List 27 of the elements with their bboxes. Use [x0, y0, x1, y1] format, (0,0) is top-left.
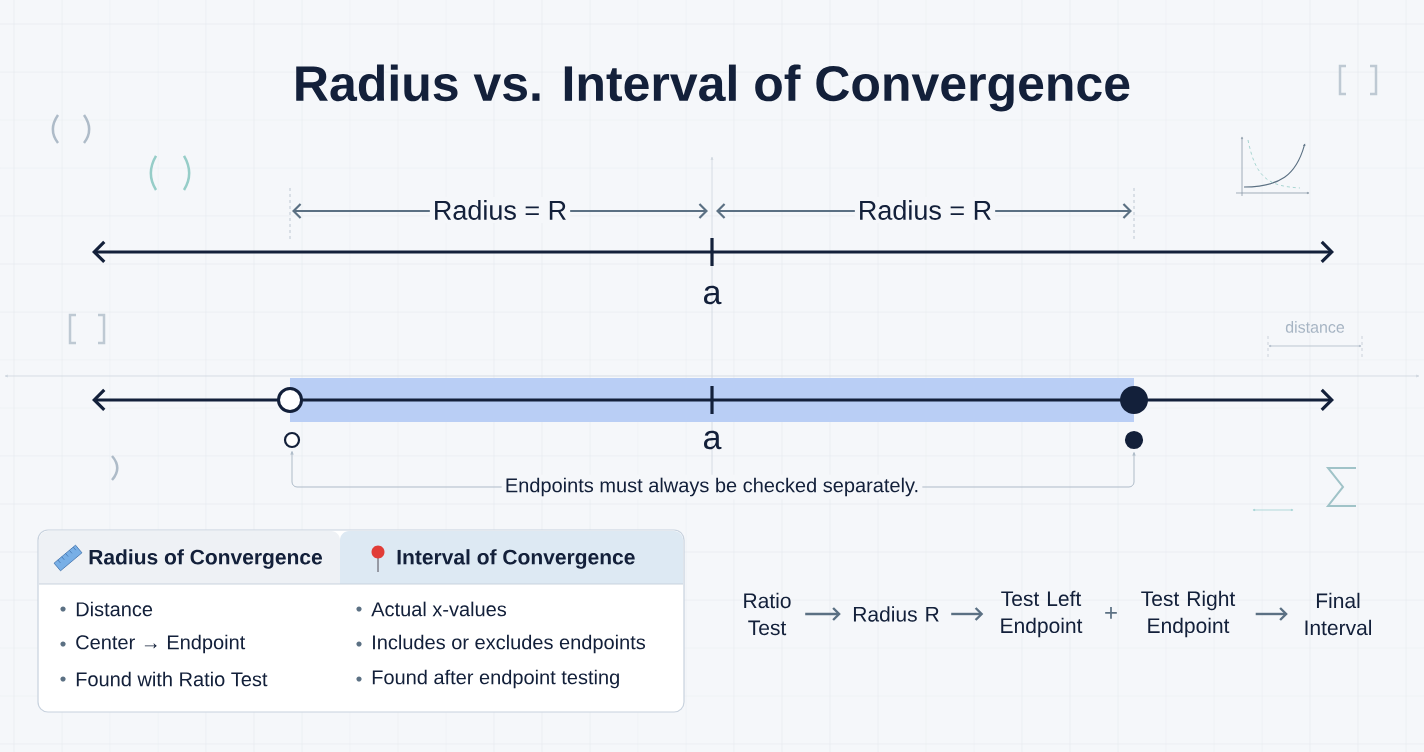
- flow-step: Test Right Endpoint: [1141, 590, 1236, 638]
- note-text: Endpoints must always be checked separately.: [501, 474, 923, 500]
- arrow: [1255, 607, 1288, 621]
- bullet-item: Center → Endpoint: [60, 634, 246, 654]
- column-heading: Radius of Convergence: [89, 549, 322, 569]
- bullet-item: Actual x-values: [356, 601, 507, 617]
- dimension-label: Radius = R: [429, 197, 571, 223]
- arrow: [951, 607, 984, 621]
- leader-line: [921, 452, 1136, 488]
- flow-step: Test Left Endpoint: [1001, 590, 1083, 638]
- endpoint-marker: [283, 431, 301, 449]
- bullet-item: Distance: [60, 601, 153, 617]
- leader-line: [290, 451, 503, 488]
- bullet-item: Found after endpoint testing: [356, 669, 619, 689]
- flow-step: Final Interval: [1305, 592, 1372, 636]
- column-heading: Interval of Convergence: [397, 549, 635, 569]
- plus-sign: +: [1105, 607, 1117, 619]
- center-label: a: [704, 430, 722, 450]
- flow-step: Radius R: [853, 606, 939, 622]
- bullet-item: Includes or excludes endpoints: [356, 634, 646, 654]
- flow-step: Ratio Test: [744, 592, 791, 636]
- bullet-item: Found with Ratio Test: [60, 671, 268, 687]
- arrow: [805, 607, 841, 621]
- dimension-label: distance: [1285, 321, 1345, 333]
- title: Radius vs. Interval of Convergence: [296, 64, 1130, 112]
- dimension-label: Radius = R: [854, 197, 996, 223]
- center-label: a: [704, 285, 722, 305]
